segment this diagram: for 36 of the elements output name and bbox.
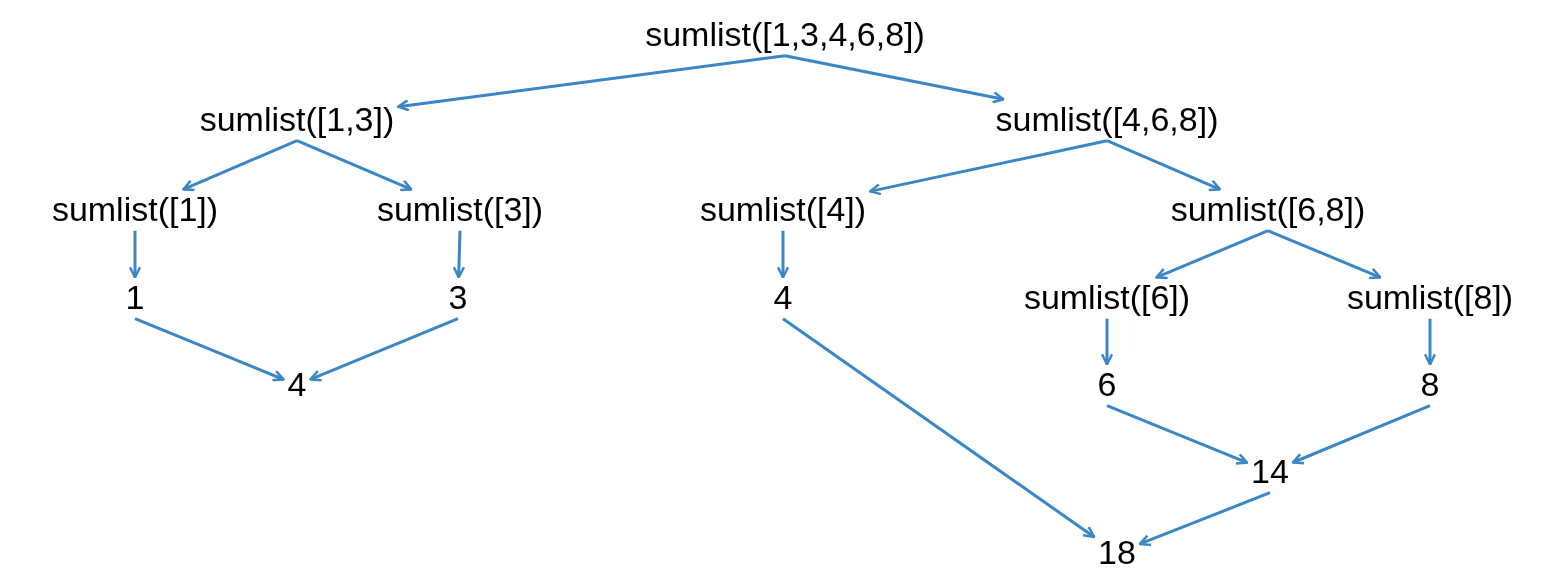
arrow (784, 54, 1005, 104)
node-text: sumlist([8]) (1346, 279, 1514, 317)
node-text: sumlist([6]) (1023, 279, 1191, 317)
arrow (134, 317, 285, 382)
arrow (296, 139, 413, 192)
arrow (309, 317, 459, 382)
node-text: 8 (1420, 366, 1440, 404)
node-text: 3 (448, 279, 468, 317)
arrow (868, 139, 1108, 196)
arrow (1423, 318, 1437, 366)
arrow (452, 230, 466, 279)
node-text: 14 (1251, 453, 1289, 491)
arrow (128, 230, 142, 279)
node-text: sumlist([4,6,8]) (995, 101, 1219, 139)
node-text: sumlist([4]) (699, 191, 867, 229)
node-text: sumlist([1]) (51, 191, 219, 229)
arrow (182, 139, 298, 192)
node-text: sumlist([1,3]) (199, 101, 395, 139)
node-text: 1 (125, 279, 145, 317)
arrow (1267, 229, 1382, 280)
arrow (1155, 229, 1269, 280)
arrow (1138, 491, 1271, 547)
arrow (1106, 404, 1249, 465)
node-text: 4 (773, 279, 793, 317)
node-text: sumlist([3]) (376, 191, 544, 229)
arrow (782, 317, 1096, 539)
node-text: 4 (287, 366, 307, 404)
arrow (397, 54, 786, 112)
arrow (776, 230, 790, 279)
node-text: sumlist([6,8]) (1170, 191, 1366, 229)
node-text: 18 (1098, 534, 1136, 572)
arrow (1106, 139, 1222, 192)
node-text: sumlist([1,3,4,6,8]) (645, 16, 925, 54)
node-text: 6 (1097, 366, 1117, 404)
arrow (1100, 318, 1114, 366)
arrow (1291, 404, 1431, 465)
